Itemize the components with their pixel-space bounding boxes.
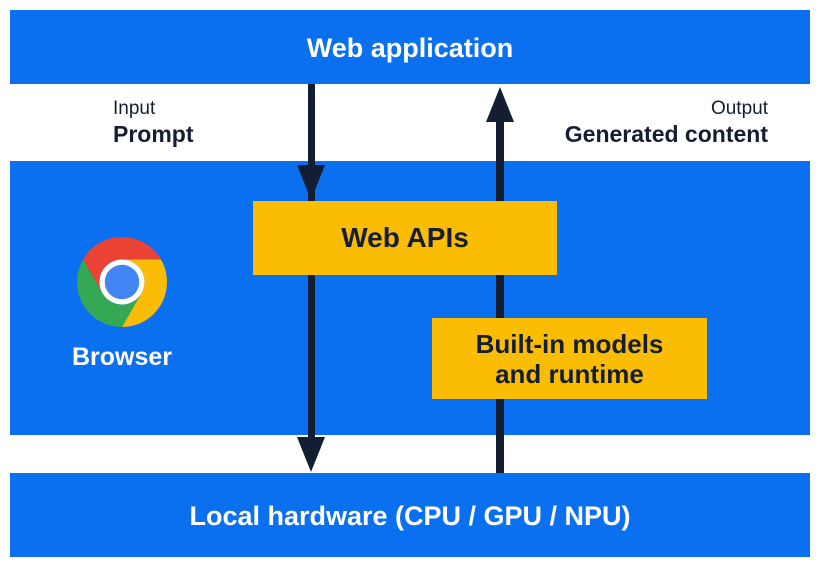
chrome-logo-icon [77,237,167,327]
output-value-generated-content: Generated content [564,121,768,147]
output-annotation: Output Generated content [565,97,768,148]
output-label: Output [710,98,768,119]
chrome-logo-green-segment [77,259,142,327]
output-up-arrow-line [496,116,504,473]
chrome-logo-yellow-segment [122,259,167,327]
builtin-models-runtime-box: Built-in models and runtime [432,318,707,399]
layer-web-application [10,10,810,84]
chrome-logo-blue-center [104,264,140,300]
browser-label: Browser [71,343,173,371]
web-application-label: Web application [306,33,514,63]
input-value-prompt: Prompt [113,121,194,147]
web-apis-box: Web APIs [253,201,557,275]
chrome-logo-red-segment [83,237,161,294]
local-hardware-label: Local hardware (CPU / GPU / NPU) [189,501,631,531]
input-label: Input [113,98,156,119]
web-apis-label: Web APIs [341,222,469,253]
builtin-models-runtime-label: Built-in models and runtime [475,328,664,389]
down-arrowhead-into-web-apis [297,165,325,200]
up-arrowhead-into-web-application [486,87,514,122]
input-annotation: Input Prompt [113,97,194,148]
layer-local-hardware [10,473,810,557]
down-arrowhead-into-hardware [297,437,325,472]
